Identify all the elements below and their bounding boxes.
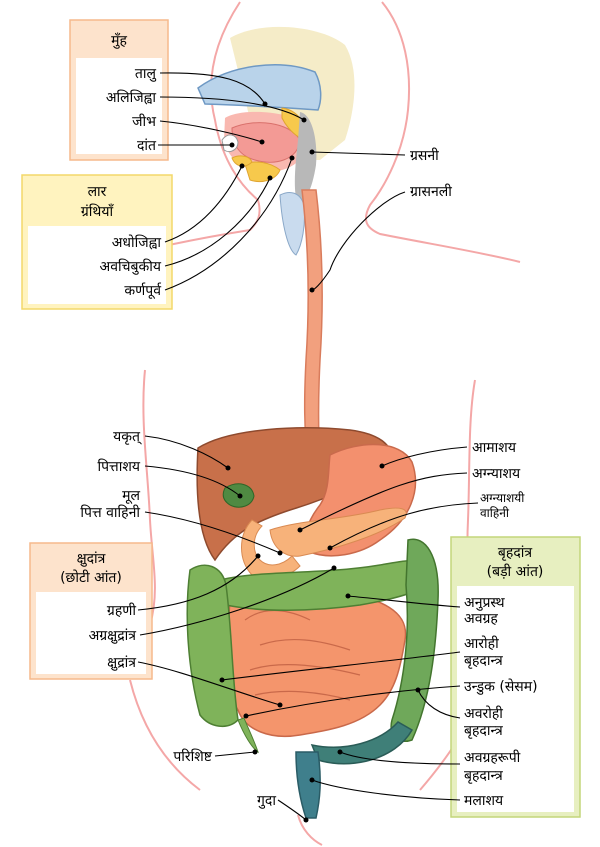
label-pharynx: ग्रसनी <box>410 147 439 164</box>
label-bile-duct-2: पित्त वाहिनी <box>80 504 140 521</box>
label-parotid: कर्णपूर्व <box>124 282 162 299</box>
label-pancreatic-duct-1: अग्न्याशयी <box>480 491 525 505</box>
label-transverse-colon-1: अनुप्रस्थ <box>464 595 506 611</box>
esophagus-shape <box>301 189 323 461</box>
label-stomach: आमाशय <box>472 440 517 456</box>
abdomen-organs <box>186 427 439 819</box>
label-ascending-colon-2: बृहदान्त्र <box>464 653 503 669</box>
label-pancreas: अग्न्याशय <box>472 466 521 482</box>
label-uvula: अलिजिह्वा <box>106 89 157 106</box>
pharynx-shape <box>294 112 317 205</box>
salivary-group-title-2: ग्रंथियाँ <box>81 203 114 220</box>
mouth-group-title: मुँह <box>111 32 127 49</box>
label-ascending-colon-1: आरोही <box>464 635 499 652</box>
label-liver: यकृत् <box>113 429 142 445</box>
large-intestine-group-title-1: बृहदांत्र <box>498 545 532 561</box>
label-jejunum: अग्रक्षुद्रांत्र <box>89 628 137 644</box>
salivary-group-box: लार ग्रंथियाँ <box>21 174 173 310</box>
labels: तालु अलिजिह्वा जीभ दांत ग्रसनी ग्रासनली … <box>80 66 537 809</box>
label-sigmoid-colon-2: बृहदान्त्र <box>464 768 503 784</box>
small-intestine-group-title-1: क्षुदांत्र <box>77 551 106 567</box>
head-anatomy <box>197 26 355 256</box>
label-palate: तालु <box>135 66 157 82</box>
label-submandibular: अवचिबुकीय <box>100 258 162 275</box>
mouth-group-box: मुँह <box>69 19 169 161</box>
label-esophagus: ग्रासनली <box>410 183 452 200</box>
label-tongue: जीभ <box>132 113 157 130</box>
label-ileum: क्षुद्रांत्र <box>107 655 136 671</box>
appendix-shape <box>237 717 259 754</box>
label-rectum: मलाशय <box>464 793 504 809</box>
palate-shape <box>197 64 322 111</box>
small-intestine-group-title-2: (छोटी आंत) <box>60 569 122 586</box>
large-intestine-group-box: बृहदांत्र (बड़ी आंत) <box>450 536 581 818</box>
duodenum-shape <box>241 519 301 579</box>
large-intestine-group-title-2: (बड़ी आंत) <box>487 563 544 580</box>
label-duodenum: ग्रहणी <box>107 602 136 619</box>
label-descending-colon-2: बृहदान्त्र <box>464 723 503 739</box>
label-teeth: दांत <box>137 138 157 154</box>
sublingual-gland-shape <box>231 155 253 167</box>
label-transverse-colon-2: अवग्रह <box>464 611 498 627</box>
label-sigmoid-colon-1: अवग्रहरूपी <box>464 749 521 766</box>
rectum-shape <box>295 751 321 819</box>
leader-lines <box>137 72 479 823</box>
label-pancreatic-duct-2: वाहिनी <box>480 506 510 520</box>
label-anus: गुदा <box>257 793 276 809</box>
salivary-group-title-1: लार <box>88 184 107 200</box>
small-intestine-group-box: क्षुदांत्र (छोटी आंत) <box>29 542 153 680</box>
teeth-shape <box>221 134 239 153</box>
label-bile-duct-1: मूल <box>122 488 140 504</box>
pancreas-shape <box>269 507 407 557</box>
label-sublingual: अधोजिह्वा <box>112 234 162 251</box>
label-gallbladder: पित्ताशय <box>97 458 140 475</box>
label-cecum: उन्डुक (सेसम) <box>464 678 538 695</box>
label-descending-colon-1: अवरोही <box>464 705 503 722</box>
tongue-shape <box>231 122 301 163</box>
label-appendix: परिशिष्ट <box>173 748 212 765</box>
